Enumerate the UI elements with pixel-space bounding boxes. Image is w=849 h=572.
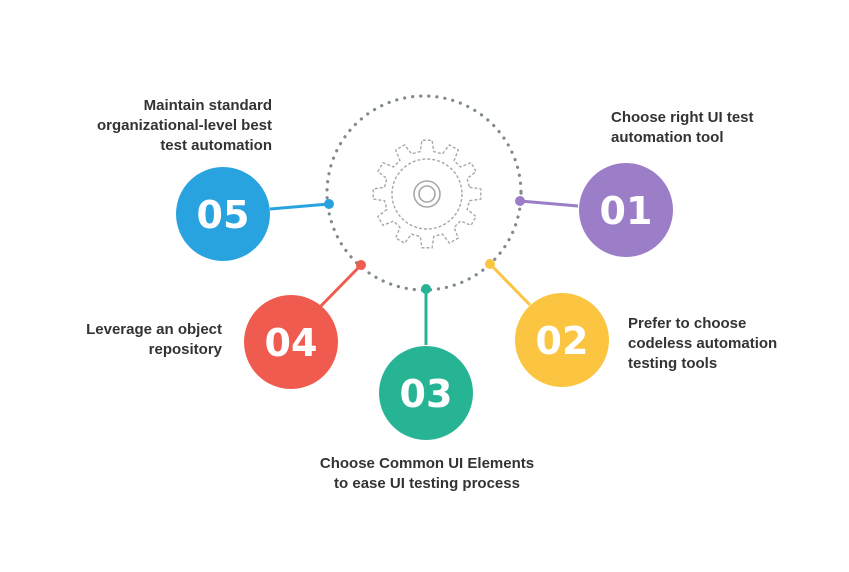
gear-icon — [372, 139, 482, 249]
step-label-05-line-3: test automation — [160, 137, 272, 154]
connector-dot-04 — [356, 260, 366, 270]
step-number-05: 05 — [197, 193, 250, 237]
step-number-01: 01 — [600, 189, 653, 233]
step-label-02-line-1: Prefer to choose — [628, 315, 747, 332]
connector-dot-02 — [485, 259, 495, 269]
step-label-02-line-2: codeless automation — [628, 335, 778, 352]
step-circle-03 — [379, 346, 473, 440]
step-label-05-line-1: Maintain standard — [143, 97, 272, 114]
step-label-04-line-2: repository — [148, 341, 222, 358]
connector-dot-03 — [421, 284, 431, 294]
step-number-02: 02 — [536, 319, 589, 363]
step-circle-02 — [515, 293, 609, 387]
step-circle-01 — [579, 163, 673, 257]
connector-01 — [519, 199, 579, 208]
connector-dot-05 — [324, 199, 334, 209]
step-label-03-line-1: Choose Common UI Elements — [319, 455, 535, 472]
gear-teeth-outline — [372, 139, 482, 249]
connector-02 — [488, 262, 532, 307]
connector-05 — [269, 202, 330, 211]
step-label-03-line-2: to ease UI testing process — [334, 475, 520, 492]
step-label-01: Choose right UI test automation tool — [611, 108, 754, 148]
step-number-04: 04 — [265, 321, 318, 365]
dotted-ring — [325, 94, 523, 292]
step-label-04-line-1: Leverage an object — [86, 321, 222, 338]
step-circle-04 — [244, 295, 338, 389]
step-label-01-line-2: automation tool — [611, 129, 724, 146]
connector-dot-01 — [515, 196, 525, 206]
step-label-04: Leverage an object repository — [40, 320, 222, 360]
step-number-03: 03 — [400, 372, 453, 416]
step-label-05: Maintain standard organizational-level b… — [40, 96, 272, 156]
step-label-01-line-1: Choose right UI test — [611, 109, 754, 126]
step-label-03: Choose Common UI Elements to ease UI tes… — [296, 454, 558, 494]
step-label-02-line-3: testing tools — [628, 355, 718, 372]
step-circle-05 — [176, 167, 270, 261]
step-label-02: Prefer to choose codeless automation tes… — [628, 314, 777, 374]
connector-04 — [317, 263, 363, 310]
step-label-05-line-2: organizational-level best — [96, 117, 272, 134]
